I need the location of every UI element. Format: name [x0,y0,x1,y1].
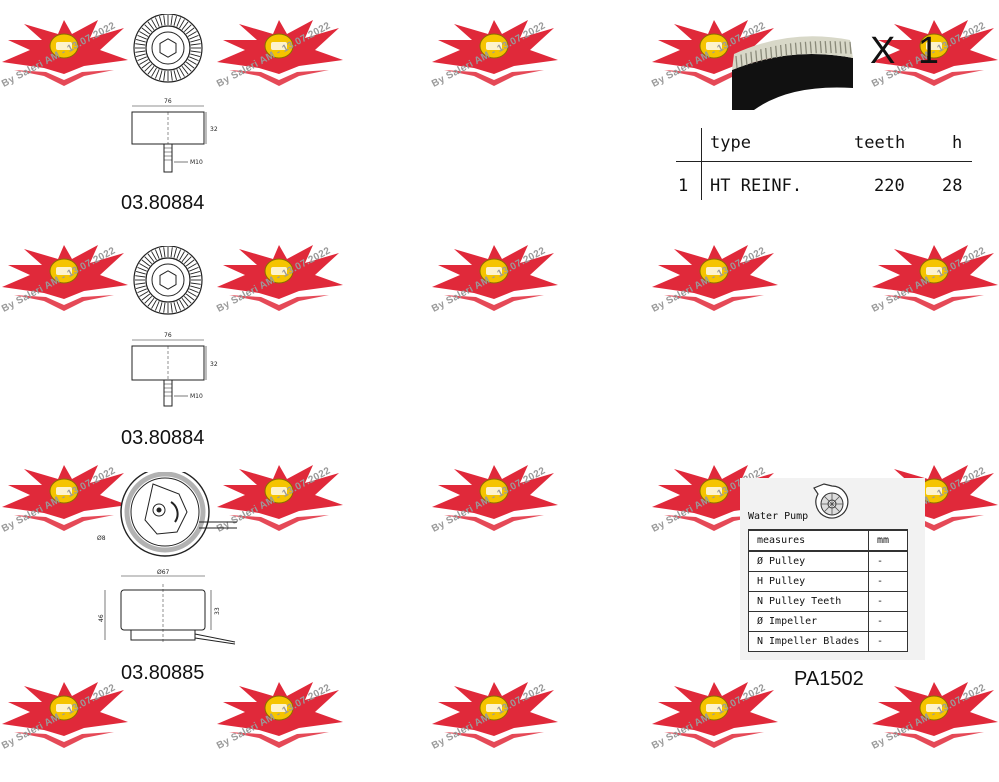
idler-pulley-drawing: 76 32 M10 [131,245,218,407]
belt-quantity: X 1 [870,30,946,72]
part-idler-pulley-1: 76 32 M10 [118,13,238,184]
tensioner-drawing: Ø8 Ø67 46 33 [97,467,237,645]
wp-table-row: N Impeller Blades - [748,631,908,652]
winged-logo-icon [215,455,345,539]
col-h-header: h [952,133,963,153]
belt-table-row: 1 HT REINF. 220 28 [676,171,972,214]
wp-row-label: Ø Pulley [748,550,869,572]
wp-table-row: N Pulley Teeth - [748,591,908,612]
watermark-logo: By Saleri AM - 13.07.2022 [0,10,200,120]
water-pump-title: Water Pump [748,511,809,522]
belt-spec-table: type teeth h 1 HT REINF. 220 28 [676,128,972,214]
watermark-logo: By Saleri AM - 13.07.2022 [430,672,630,782]
watermark-logo: By Saleri AM - 13.07.2022 [430,235,630,345]
part-tensioner: Ø8 Ø67 46 33 [95,467,245,657]
part-code-2: 03.80884 [121,427,205,449]
wp-row-value: - [868,631,908,652]
watermark-logo: By Saleri AM - 13.07.2022 [650,235,850,345]
wp-row-label: N Pulley Teeth [748,591,869,612]
watermark-logo: By Saleri AM - 13.07.2022 [870,235,999,345]
idler-pulley-drawing: 76 32 M10 [131,13,218,173]
wp-table-row: H Pulley - [748,571,908,592]
wp-row-value: - [868,550,908,572]
water-pump-icon [813,483,849,519]
wp-table-row: Ø Pulley - [748,550,908,572]
col-type-header: type [710,133,751,153]
dim-total-label: 46 [98,614,105,622]
row-index: 1 [678,176,689,196]
winged-logo-icon [215,235,345,319]
timing-belt-image [730,18,855,113]
dim-diameter-label: Ø67 [157,569,170,576]
watermark-logo: By Saleri AM - 13.07.2022 [215,672,415,782]
dim-height-label: 33 [214,607,221,615]
dim-width-label: 76 [164,332,172,339]
watermark-logo: By Saleri AM - 13.07.2022 [215,455,415,565]
watermark-logo: By Saleri AM - 13.07.2022 [870,672,999,782]
watermark-logo: By Saleri AM - 13.07.2022 [0,672,200,782]
wp-table-row: Ø Impeller - [748,611,908,632]
watermark-logo: By Saleri AM - 13.07.2022 [430,10,630,120]
watermark-logo: By Saleri AM - 13.07.2022 [0,235,200,345]
winged-logo-icon [0,235,130,319]
wp-table-header: measures mm [748,529,908,552]
winged-logo-icon [870,10,999,94]
watermark-logo: By Saleri AM - 13.07.2022 [430,455,630,565]
winged-logo-icon [650,235,780,319]
water-pump-table: measures mm Ø Pulley - H Pulley - N Pull… [748,529,908,652]
col-teeth-header: teeth [854,133,906,153]
winged-logo-icon [0,455,130,539]
winged-logo-icon [430,10,560,94]
wp-row-label: H Pulley [748,571,869,592]
wp-row-value: - [868,571,908,592]
dim-thread-label: M10 [190,159,203,166]
dim-height-label: 32 [210,361,218,368]
wp-col-measures: measures [748,529,869,552]
winged-logo-icon [870,235,999,319]
wp-col-unit: mm [868,529,908,552]
watermark-logo: By Saleri AM - 13.07.2022 [870,10,999,120]
row-teeth: 220 [874,176,905,196]
dim-height-label: 32 [210,126,218,133]
winged-logo-icon [430,455,560,539]
winged-logo-icon [215,10,345,94]
wp-row-value: - [868,611,908,632]
dim-thread-label: M10 [190,393,203,400]
part-code-1: 03.80884 [121,192,205,214]
winged-logo-icon [430,235,560,319]
wp-row-label: N Impeller Blades [748,631,869,652]
row-h: 28 [942,176,963,196]
belt-table-header: type teeth h [676,128,972,171]
dim-width-label: 76 [164,98,172,105]
wp-row-label: Ø Impeller [748,611,869,632]
watermark-logo: By Saleri AM - 13.07.2022 [215,235,415,345]
winged-logo-icon [0,10,130,94]
watermark-logo: By Saleri AM - 13.07.2022 [215,10,415,120]
water-pump-code: PA1502 [794,668,864,690]
part-code-3: 03.80885 [121,662,205,684]
dim-bore-label: Ø8 [97,535,106,542]
row-type: HT REINF. [710,176,803,196]
watermark-logo: By Saleri AM - 13.07.2022 [0,455,200,565]
part-idler-pulley-2: 76 32 M10 [118,245,238,416]
water-pump-card: Water Pump measures mm Ø Pulley - H Pull… [740,478,925,660]
wp-row-value: - [868,591,908,612]
